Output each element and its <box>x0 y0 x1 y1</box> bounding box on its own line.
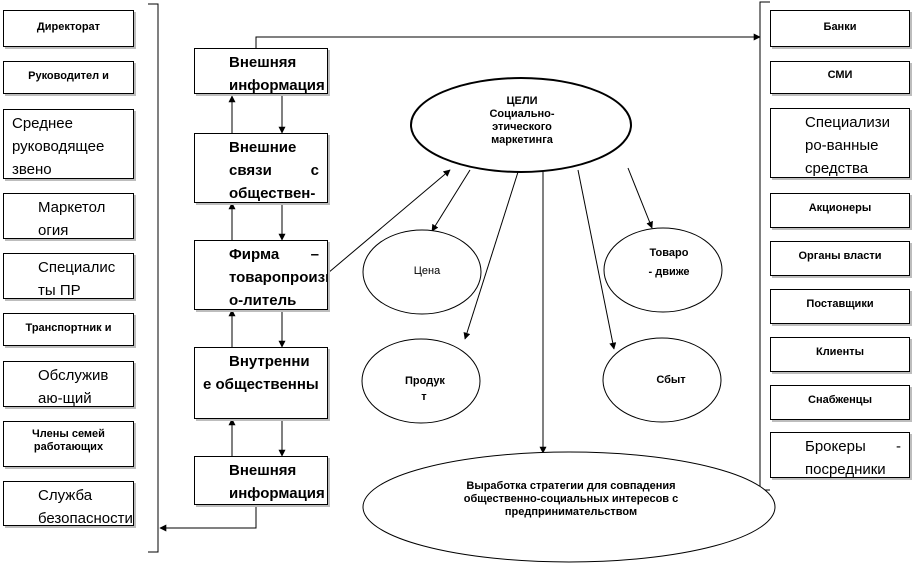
middle-box-text: Внешние связи с обществен- <box>229 139 319 202</box>
left-box-text: Среднее руководящее звено <box>12 115 105 178</box>
left-box-service: Обслужив аю-щий <box>3 361 134 407</box>
middle-box-text: Внешняя информация <box>229 462 325 502</box>
middle-box-external-info-bottom: Внешняя информация <box>194 456 328 505</box>
arrow-goals-to-price <box>431 169 471 232</box>
right-bracket-line <box>759 1 770 491</box>
left-box-middle-management: Среднее руководящее звено <box>3 109 134 179</box>
sales-oval <box>602 337 722 423</box>
left-box-text: Маркетол огия <box>38 199 106 239</box>
price-oval <box>362 229 482 315</box>
middle-box-text: Внутренни е общественны <box>203 353 319 393</box>
middle-box-firm: Фирма – товаропроизв о-литель <box>194 240 328 310</box>
right-box-banks: Банки <box>770 10 910 47</box>
goals-subtitle: Социально-этического маркетинга <box>489 108 555 146</box>
product-label: Продук т <box>405 375 445 403</box>
product-oval <box>361 338 481 424</box>
left-box-text: Специалис ты ПР <box>38 259 116 299</box>
goals-title: ЦЕЛИ <box>506 95 538 107</box>
left-box-marketologists: Маркетол огия <box>3 193 134 239</box>
left-box-families: Члены семей работающих <box>3 421 134 467</box>
middle-box-external-relations: Внешние связи с обществен- <box>194 133 328 203</box>
left-box-text: Директорат <box>36 21 101 33</box>
promotion-label: Товаро - движе <box>648 247 690 278</box>
right-box-text: Акционеры <box>808 202 872 214</box>
middle-box-text: Фирма – товаропроизв о-литель <box>229 246 328 309</box>
left-box-directorate: Директорат <box>3 10 134 47</box>
connector-to-banks <box>255 33 761 48</box>
sales-label: Сбыт <box>656 374 686 386</box>
left-box-text: Служба безопасности <box>38 487 133 526</box>
middle-box-external-info-top: Внешняя информация <box>194 48 328 94</box>
middle-box-internal-public: Внутренни е общественны <box>194 347 328 419</box>
arrow-goals-to-sales <box>577 169 617 350</box>
right-box-text: Органы власти <box>798 250 882 262</box>
right-box-text: Банки <box>823 21 857 33</box>
left-box-security: Служба безопасности <box>3 481 134 526</box>
middle-box-text: Внешняя информация <box>229 54 325 94</box>
left-box-text: Руководител и <box>28 70 109 82</box>
right-box-text: Специализи ро-ванные средства <box>805 114 890 177</box>
connector-to-left-bracket <box>159 505 257 532</box>
right-box-clients: Клиенты <box>770 337 910 372</box>
arrow-goals-to-promotion <box>627 167 653 229</box>
right-box-shareholders: Акционеры <box>770 193 910 228</box>
arrow-goals-to-product <box>463 171 519 340</box>
strategy-ellipse <box>362 451 776 563</box>
right-box-text: Клиенты <box>815 346 864 358</box>
right-box-text: Брокеры - посредники <box>805 438 901 478</box>
left-box-text: Транспортник и <box>25 322 112 334</box>
right-box-specialized-media: Специализи ро-ванные средства <box>770 108 910 178</box>
right-box-suppliers: Поставщики <box>770 289 910 324</box>
right-box-procurers: Снабженцы <box>770 385 910 420</box>
left-box-pr-specialists: Специалис ты ПР <box>3 253 134 299</box>
right-box-text: Поставщики <box>806 298 874 310</box>
left-bracket-line <box>148 3 159 553</box>
goals-ellipse <box>410 77 632 173</box>
arrow-firm-to-goals <box>327 169 451 274</box>
promotion-oval <box>603 227 723 313</box>
left-box-managers: Руководител и <box>3 61 134 94</box>
right-box-text: СМИ <box>827 69 853 81</box>
right-box-authorities: Органы власти <box>770 241 910 276</box>
left-box-text: Обслужив аю-щий <box>38 367 109 407</box>
right-box-brokers: Брокеры - посредники <box>770 432 910 478</box>
right-box-media: СМИ <box>770 61 910 94</box>
left-box-transport: Транспортник и <box>3 313 134 346</box>
strategy-text: Выработка стратегии для совпадения общес… <box>463 480 679 518</box>
goals-text: ЦЕЛИ Социально-этического маркетинга <box>462 95 582 147</box>
left-box-text: Члены семей работающих <box>32 428 105 453</box>
price-label: Цена <box>413 265 441 277</box>
right-box-text: Снабженцы <box>808 394 872 406</box>
